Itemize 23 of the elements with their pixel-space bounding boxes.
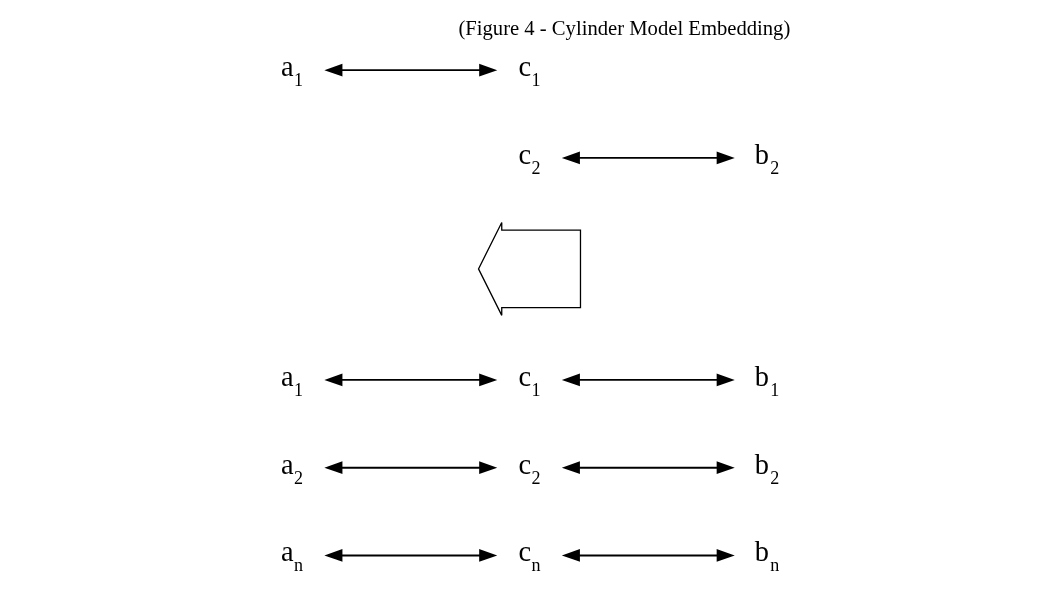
arrow <box>323 461 497 474</box>
node-text: a$_{1}$ <box>280 51 303 91</box>
arrow <box>561 151 735 165</box>
node-text: b$_{1}$ <box>754 360 779 400</box>
arrow <box>323 373 497 387</box>
node-text: b$_{2}$ <box>754 138 779 178</box>
node-arrow <box>477 221 581 316</box>
arrow <box>561 461 735 474</box>
node-text: a$_{1}$ <box>280 360 303 400</box>
node-text: c$_{2}$ <box>518 138 540 178</box>
node-text: c$_{n}$ <box>518 536 540 576</box>
arrow <box>323 549 497 562</box>
arrow <box>561 549 735 562</box>
node-text: a$_{n}$ <box>280 536 303 576</box>
node-text: c$_{2}$ <box>518 448 540 488</box>
node-text: b$_{n}$ <box>754 536 779 576</box>
node-text: c$_{1}$ <box>518 360 540 400</box>
diagram-title: (Figure 4 - Cylinder Model Embedding) <box>457 17 790 40</box>
node-text: c$_{1}$ <box>518 51 540 91</box>
arrow <box>561 373 735 387</box>
node-text: a$_{2}$ <box>280 448 303 488</box>
node-text: b$_{2}$ <box>754 448 779 488</box>
arrow <box>323 63 497 77</box>
